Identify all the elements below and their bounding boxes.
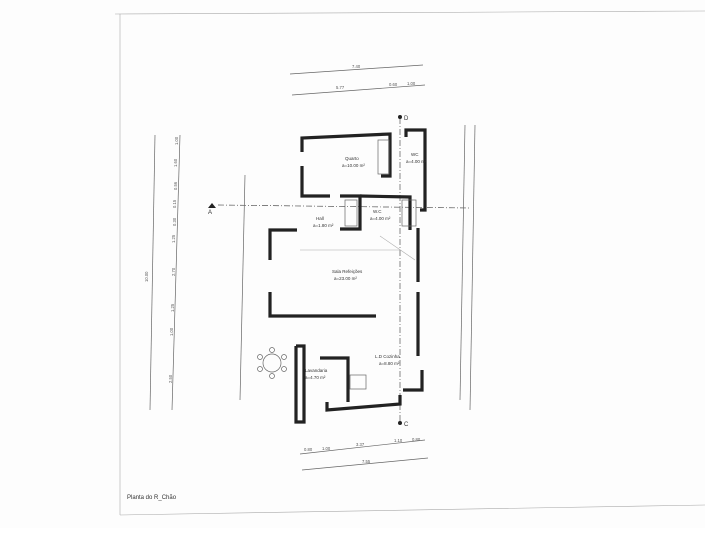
section-label-d: D bbox=[404, 116, 409, 122]
room-wc: WC a=4.00 m² bbox=[406, 152, 427, 164]
svg-text:Hall: Hall bbox=[316, 216, 324, 221]
svg-text:0.30: 0.30 bbox=[172, 217, 177, 226]
svg-text:W.C: W.C bbox=[373, 209, 382, 214]
sheet-border-top bbox=[114, 10, 705, 15]
section-label-c: C bbox=[404, 422, 409, 428]
section-arrow-a-icon bbox=[208, 203, 216, 208]
room-wc-2: W.C a=4.00 m² bbox=[370, 209, 391, 221]
section-line-a bbox=[217, 204, 471, 209]
svg-text:a=1.80 m²: a=1.80 m² bbox=[313, 223, 334, 228]
svg-text:1.00: 1.00 bbox=[169, 327, 174, 336]
room-quarto: Quarto a=10.00 m² bbox=[342, 156, 365, 168]
svg-text:Lavandaria: Lavandaria bbox=[305, 368, 328, 373]
svg-text:2.50: 2.50 bbox=[168, 374, 173, 383]
dim-left-parts: 1.00 1.60 0.56 0.15 0.30 1.25 2.70 1.25 … bbox=[168, 136, 179, 383]
svg-text:a=23.00 m²: a=23.00 m² bbox=[334, 276, 357, 281]
drawing-title: Planta do R_Chão bbox=[127, 495, 177, 501]
svg-text:Sala Refeições: Sala Refeições bbox=[332, 269, 363, 274]
dim-bottom-5: 0.80 bbox=[412, 437, 421, 442]
room-cozinha: L.D Cozinha a=8.80 m² bbox=[375, 354, 400, 366]
dim-left-total: 10.00 bbox=[144, 271, 149, 282]
stove bbox=[349, 374, 367, 390]
shower bbox=[344, 199, 358, 227]
svg-text:a=4.00 m²: a=4.00 m² bbox=[370, 216, 391, 221]
svg-text:1.25: 1.25 bbox=[170, 303, 175, 312]
dim-top-total: 7.40 bbox=[352, 64, 361, 69]
dim-bottom-2: 1.00 bbox=[322, 446, 331, 451]
svg-text:1.60: 1.60 bbox=[173, 158, 178, 167]
sheet-border-bottom bbox=[119, 504, 705, 516]
svg-text:Quarto: Quarto bbox=[345, 156, 359, 161]
walls bbox=[268, 128, 427, 424]
svg-text:1.25: 1.25 bbox=[171, 234, 176, 243]
dining-table bbox=[257, 347, 287, 379]
dim-top-1: 5.77 bbox=[336, 85, 345, 90]
svg-text:0.15: 0.15 bbox=[172, 199, 177, 208]
dim-bottom-4: 1.10 bbox=[394, 438, 403, 443]
svg-text:1.00: 1.00 bbox=[174, 136, 179, 145]
section-label-a: A bbox=[208, 210, 212, 216]
dim-bottom-1: 0.80 bbox=[304, 447, 313, 452]
room-lavandaria: Lavandaria a=4.70 m² bbox=[305, 368, 328, 380]
room-hall: Hall a=1.80 m² bbox=[313, 216, 334, 228]
svg-text:L.D Cozinha: L.D Cozinha bbox=[375, 354, 400, 359]
dim-bottom-3: 3.37 bbox=[356, 442, 365, 447]
svg-text:0.56: 0.56 bbox=[173, 181, 178, 190]
svg-text:a=10.00 m²: a=10.00 m² bbox=[342, 163, 365, 168]
wardrobe bbox=[377, 139, 390, 175]
section-arrow-c-icon bbox=[398, 421, 402, 425]
dim-bottom-total: 7.55 bbox=[362, 459, 371, 464]
svg-text:a=4.70 m²: a=4.70 m² bbox=[305, 375, 326, 380]
dim-top-2: 0.60 bbox=[389, 82, 398, 87]
svg-text:a=4.00 m²: a=4.00 m² bbox=[406, 159, 427, 164]
section-arrow-d-icon bbox=[398, 115, 402, 119]
room-sala: Sala Refeições a=23.00 m² bbox=[332, 269, 363, 281]
dim-top-3: 1.00 bbox=[407, 81, 416, 86]
bathtub bbox=[401, 199, 417, 227]
svg-text:a=8.80 m²: a=8.80 m² bbox=[379, 361, 400, 366]
svg-text:2.70: 2.70 bbox=[171, 267, 176, 276]
svg-text:WC: WC bbox=[411, 152, 419, 157]
